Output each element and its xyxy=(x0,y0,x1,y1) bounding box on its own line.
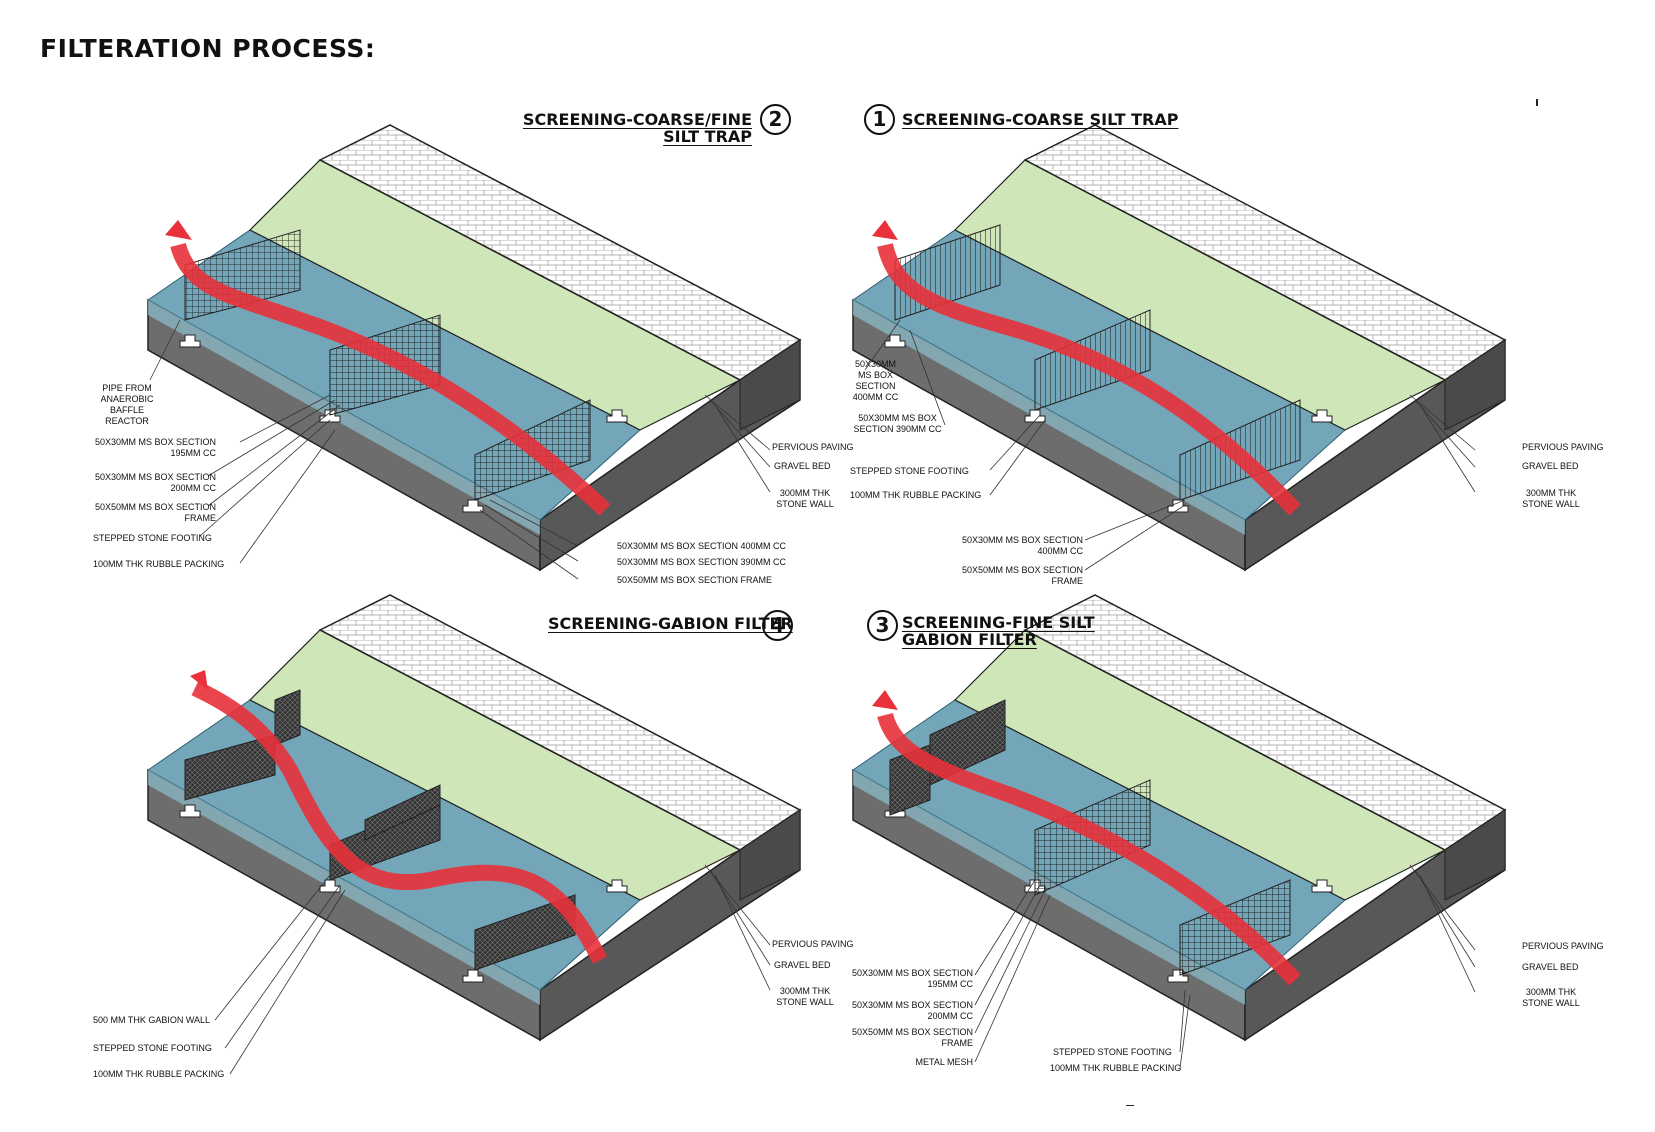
label-wall: 300MM THK STONE WALL xyxy=(1522,987,1580,1008)
label-gravel: GRAVEL BED xyxy=(1522,962,1579,972)
screen-mesh xyxy=(184,229,301,321)
label-gravel: GRAVEL BED xyxy=(774,960,831,970)
label-footing: STEPPED STONE FOOTING xyxy=(850,466,969,476)
label-frame-bottom: 50X50MM MS BOX SECTION FRAME xyxy=(617,575,773,585)
gabion-wall xyxy=(184,734,276,801)
label-paving: PERVIOUS PAVING xyxy=(772,442,854,452)
panel-1-title: SCREENING-COARSE SILT TRAP xyxy=(902,111,1178,128)
label-ms390: 50X30MM MS BOX SECTION 390MM CC xyxy=(617,557,787,567)
panel-3-title: SCREENING-FINE SILT GABION FILTER xyxy=(902,614,1095,648)
label-paving: PERVIOUS PAVING xyxy=(772,939,854,949)
panel-1-number: 1 xyxy=(864,104,895,135)
label-wall: 300MM THK STONE WALL xyxy=(776,986,834,1007)
label-footing: STEPPED STONE FOOTING xyxy=(93,533,212,543)
tick-mark xyxy=(1126,1105,1134,1106)
label-wall: 300MM THK STONE WALL xyxy=(776,488,834,509)
gabion-wall xyxy=(274,689,301,746)
label-ms400-bottom: 50X30MM MS BOX SECTION 400MM CC xyxy=(961,535,1083,556)
flow-arrow xyxy=(170,242,611,516)
label-ms195: 50X30MM MS BOX SECTION 195MM CC xyxy=(851,968,973,989)
panel-4-number: 4 xyxy=(762,610,793,641)
gabion-wall xyxy=(474,894,576,971)
label-footing: STEPPED STONE FOOTING xyxy=(93,1043,212,1053)
label-ms400: 50X30MM MS BOX SECTION 400MM CC xyxy=(617,541,787,551)
label-gabion: 500 MM THK GABION WALL xyxy=(93,1015,211,1025)
panel-4-title: SCREENING-GABION FILTER xyxy=(548,615,793,632)
label-rubble: 100MM THK RUBBLE PACKING xyxy=(93,559,225,569)
label-ms400: 50X30MM MS BOX SECTION 400MM CC xyxy=(852,359,899,402)
leader-lines xyxy=(149,319,1476,1075)
label-rubble: 100MM THK RUBBLE PACKING xyxy=(850,490,982,500)
panel-2-channel xyxy=(147,124,801,571)
gabion-wall xyxy=(364,784,441,841)
panel-4-channel xyxy=(147,594,801,1041)
label-paving: PERVIOUS PAVING xyxy=(1522,442,1604,452)
label-gravel: GRAVEL BED xyxy=(1522,461,1579,471)
label-mesh: METAL MESH xyxy=(915,1057,973,1067)
label-frame-bottom: 50X50MM MS BOX SECTION FRAME xyxy=(961,565,1083,586)
panel-1-channel xyxy=(852,124,1506,571)
panel-3-channel xyxy=(852,594,1506,1041)
flow-arrow xyxy=(877,242,1301,516)
panel-2-title-line2: SILT TRAP xyxy=(663,127,752,146)
panel-3-number: 3 xyxy=(867,610,898,641)
label-rubble: 100MM THK RUBBLE PACKING xyxy=(1050,1063,1182,1073)
flow-arrow xyxy=(877,712,1301,986)
label-pipe: PIPE FROM ANAEROBIC BAFFLE REACTOR xyxy=(100,383,154,426)
flow-arrow-head xyxy=(165,220,192,240)
label-ms200: 50X30MM MS BOX SECTION 200MM CC xyxy=(94,472,216,493)
panel-2-title: SCREENING-COARSE/FINE SILT TRAP xyxy=(520,111,752,145)
label-paving: PERVIOUS PAVING xyxy=(1522,941,1604,951)
label-ms200: 50X30MM MS BOX SECTION 200MM CC xyxy=(851,1000,973,1021)
label-ms390: 50X30MM MS BOX SECTION 390MM CC xyxy=(853,413,942,434)
flow-arrow-head xyxy=(190,670,208,690)
label-frame: 50X50MM MS BOX SECTION FRAME xyxy=(94,502,216,523)
panel-2-number: 2 xyxy=(760,104,791,135)
panel-3-title-line1: SCREENING-FINE SILT xyxy=(902,613,1095,632)
tick-mark xyxy=(1536,99,1538,106)
page-title: FILTERATION PROCESS: xyxy=(40,34,376,63)
label-footing: STEPPED STONE FOOTING xyxy=(1053,1047,1172,1057)
label-frame: 50X50MM MS BOX SECTION FRAME xyxy=(851,1027,973,1048)
flow-arrow-head xyxy=(872,690,898,710)
label-rubble: 100MM THK RUBBLE PACKING xyxy=(93,1069,225,1079)
label-ms195: 50X30MM MS BOX SECTION 195MM CC xyxy=(94,437,216,458)
label-gravel: GRAVEL BED xyxy=(774,461,831,471)
panel-2-title-line1: SCREENING-COARSE/FINE xyxy=(522,110,752,129)
flow-arrow-head xyxy=(872,220,898,240)
flow-arrow xyxy=(191,680,608,964)
panel-4-title-line: SCREENING-GABION FILTER xyxy=(548,614,793,633)
label-wall: 300MM THK STONE WALL xyxy=(1522,488,1580,509)
panel-1-title-line: SCREENING-COARSE SILT TRAP xyxy=(902,110,1179,129)
panel-3-title-line2: GABION FILTER xyxy=(902,630,1037,649)
